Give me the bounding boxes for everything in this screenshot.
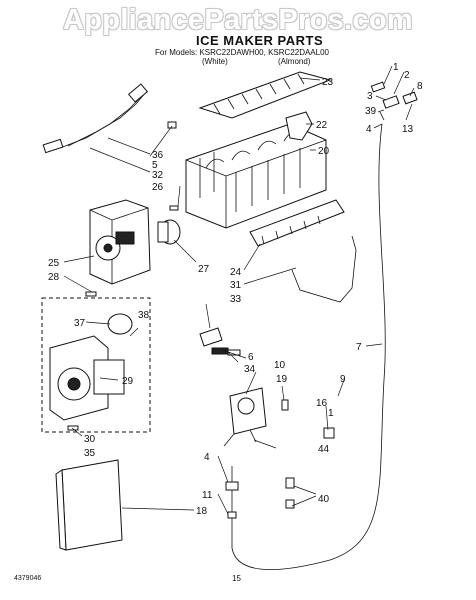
assembly-box [41,297,151,433]
bin-cover [55,459,123,551]
callout-22: 22 [316,120,328,131]
callout-29: 29 [122,376,134,387]
models-line: For Models: KSRC22DAWH00, KSRC22DAAL00 [155,48,329,57]
callout-18: 18 [196,506,208,517]
callout-20: 20 [318,146,330,157]
callout-32: 32 [152,170,164,181]
watermark: AppliancePartsPros.com [63,4,413,36]
variant-white: (White) [202,57,228,66]
callout-10: 10 [274,360,286,371]
callout-39: 39 [365,106,377,117]
callout-26: 26 [152,182,164,193]
callout-35: 35 [84,448,96,459]
inlet-fittings [370,81,418,121]
wire-harness [42,83,149,154]
shutoff-arm [291,235,357,303]
variant-almond: (Almond) [278,57,311,66]
callout-36: 36 [152,150,164,161]
callout-1b: 1 [328,408,334,419]
callout-8: 8 [417,81,423,92]
callout-38: 38 [138,310,150,321]
page-number: 15 [232,574,241,583]
callout-2: 2 [404,70,410,81]
callout-labels: 1 2 3 39 8 13 4 23 22 20 36 5 32 26 25 2… [48,62,423,517]
water-valve [223,387,267,447]
callout-30: 30 [84,434,96,445]
callout-9: 9 [340,374,346,385]
drive-motor [157,219,181,245]
mold-cover [285,111,313,141]
callout-28: 28 [48,272,60,283]
timer-assembly [49,313,133,421]
callout-27: 27 [198,264,210,275]
callout-40: 40 [318,494,330,505]
callout-33: 33 [230,294,242,305]
callout-31: 31 [230,280,242,291]
callout-4: 4 [366,124,372,135]
callout-23: 23 [322,77,334,88]
ice-stripper [198,71,332,119]
callout-5: 5 [152,160,158,171]
callout-1: 1 [393,62,399,73]
fasteners [67,121,335,519]
model-variants: (White) (Almond) [202,57,310,66]
callout-3: 3 [367,91,373,102]
callout-19: 19 [276,374,288,385]
ice-mold [185,123,327,229]
callout-44: 44 [318,444,330,455]
callout-13: 13 [402,124,414,135]
callout-11: 11 [202,490,213,501]
callout-25: 25 [48,258,60,269]
document-number: 4379046 [14,575,42,582]
callout-7: 7 [356,342,362,353]
callout-24: 24 [230,267,242,278]
water-tube [231,123,386,570]
control-housing [89,199,151,285]
ejector [249,199,345,247]
callout-4b: 4 [204,452,210,463]
callout-37: 37 [74,318,86,329]
diagram-title: ICE MAKER PARTS [196,33,324,48]
switch [199,327,229,355]
callout-16: 16 [316,398,328,409]
callout-6: 6 [248,352,254,363]
leader-lines [63,65,415,515]
callout-34: 34 [244,364,256,375]
